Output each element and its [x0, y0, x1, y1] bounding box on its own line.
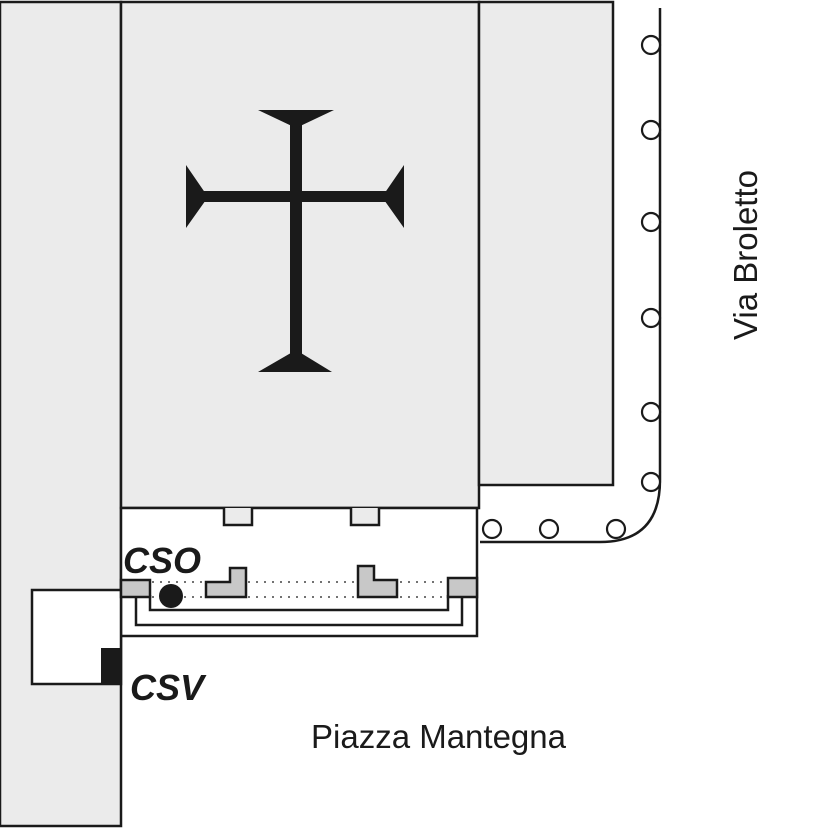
cross-icon [186, 110, 404, 372]
label-piazza-mantegna: Piazza Mantegna [311, 718, 567, 755]
column [640, 211, 662, 233]
column [640, 119, 662, 141]
courtyard [119, 506, 479, 638]
outer-u-line [134, 595, 464, 627]
column [640, 471, 662, 493]
left-building [0, 0, 123, 828]
notch-right [349, 508, 381, 527]
csv-marker [101, 648, 121, 684]
notch-left [222, 508, 254, 527]
cso-marker [159, 584, 183, 608]
column [605, 518, 627, 540]
label-csv: CSV [130, 667, 207, 708]
l-pier-left [204, 566, 248, 599]
right-building [477, 0, 615, 487]
column [640, 307, 662, 329]
pier-right [446, 576, 479, 599]
label-cso: CSO [123, 540, 201, 581]
column [640, 401, 662, 423]
column [538, 518, 560, 540]
label-via-broletto: Via Broletto [727, 170, 764, 340]
l-pier-right [356, 564, 399, 599]
inner-u-line [148, 595, 450, 612]
pier-left [119, 578, 152, 599]
column [481, 518, 503, 540]
column [640, 34, 662, 56]
